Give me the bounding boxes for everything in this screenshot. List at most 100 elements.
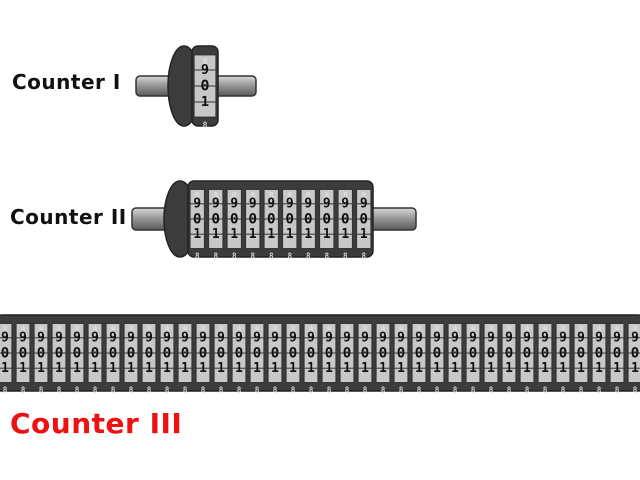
counter-2-wheel-digit: 9 — [341, 197, 349, 212]
counter-3-wheel-digit: 8 — [237, 386, 242, 395]
counter-3-wheel-digit: 0 — [127, 345, 136, 361]
counter-3-wheel-digit: 8 — [128, 325, 133, 335]
counter-3-wheel-digit: 9 — [523, 331, 531, 346]
counter-3-wheel-digit: 1 — [73, 361, 81, 376]
counter-3-wheel-digit: 9 — [181, 331, 189, 346]
counter-1-wheel-digit: 8 — [203, 121, 208, 130]
counter-2-wheel-digit: 0 — [359, 211, 368, 227]
counter-3-wheel-digit: 8 — [146, 325, 151, 335]
counter-3-wheel-digit: 1 — [307, 361, 315, 376]
counter-3-wheel-digit: 9 — [307, 331, 315, 346]
counter-2-wheel-digit: 1 — [249, 227, 257, 242]
counter-3-wheel-digit: 1 — [91, 361, 99, 376]
counter-3-wheel-digit: 8 — [326, 325, 331, 335]
counter-3-wheel-digit: 1 — [55, 361, 63, 376]
counter-3-wheel-digit: 0 — [397, 345, 406, 361]
counter-3-wheel-digit: 9 — [127, 331, 135, 346]
counter-3-label: Counter III — [10, 407, 183, 440]
counter-3-wheel-digit: 1 — [415, 361, 423, 376]
counter-3-wheel-digit: 8 — [75, 386, 80, 395]
counter-3-wheel-digit: 9 — [379, 331, 387, 346]
counter-3-wheel-digit: 0 — [217, 345, 226, 361]
counter-2-wheel-digit: 0 — [267, 211, 276, 227]
counter-3-wheel-digit: 8 — [327, 386, 332, 395]
counter-2-wheel-digit: 1 — [267, 227, 275, 242]
counter-3-wheel-digit: 8 — [74, 325, 79, 335]
counter-3-wheel-digit: 9 — [577, 331, 585, 346]
counter-2-wheel-digit: 0 — [304, 211, 313, 227]
counter-2-wheel-digit: 9 — [323, 197, 331, 212]
counter-3-wheel-digit: 1 — [163, 361, 171, 376]
counter-3-wheel-digit: 9 — [1, 331, 9, 346]
counter-3-wheel-digit: 8 — [183, 386, 188, 395]
counter-3: 8901889018890188901889018890188901889018… — [0, 314, 640, 395]
counter-2-wheel-digit: 0 — [285, 211, 294, 227]
counter-3-wheel-digit: 8 — [435, 386, 440, 395]
counter-3-wheel-digit: 0 — [109, 345, 118, 361]
counter-3-wheel-digit: 0 — [541, 345, 550, 361]
counter-1-wheel-digit: 9 — [201, 62, 209, 78]
counter-3-wheel-digit: 0 — [487, 345, 496, 361]
counter-3-wheel-digit: 1 — [595, 361, 603, 376]
counter-1-wheel-digit: 8 — [202, 58, 207, 68]
counter-2-wheel-digit: 1 — [212, 227, 220, 242]
counter-3-wheel-digit: 8 — [201, 386, 206, 395]
counter-2-wheel-digit: 0 — [341, 211, 350, 227]
counter-2-wheel-digit: 8 — [195, 252, 200, 261]
counter-2: 8901889018890188901889018890188901889018… — [131, 180, 417, 261]
counter-3-wheel-digit: 8 — [542, 325, 547, 335]
counter-3-wheel-digit: 0 — [289, 345, 298, 361]
counter-3-wheel-digit: 0 — [253, 345, 262, 361]
counter-2-wheel-digit: 8 — [306, 191, 311, 201]
counter-2-wheel-digit: 0 — [193, 211, 202, 227]
counter-3-wheel-digit: 8 — [165, 386, 170, 395]
counter-3-wheel-digit: 1 — [217, 361, 225, 376]
counter-3-wheel-digit: 8 — [596, 325, 601, 335]
counter-3-wheel-digit: 1 — [271, 361, 279, 376]
counter-3-wheel-digit: 8 — [164, 325, 169, 335]
counter-3-wheel-digit: 0 — [523, 345, 532, 361]
counter-3-wheel-digit: 9 — [541, 331, 549, 346]
counter-3-wheel-digit: 0 — [73, 345, 82, 361]
counter-3-wheel-digit: 9 — [613, 331, 621, 346]
counter-2-wheel-digit: 8 — [250, 191, 255, 201]
counter-3-wheel-digit: 8 — [3, 386, 8, 395]
counter-3-wheel-digit: 8 — [93, 386, 98, 395]
counter-3-wheel-digit: 1 — [361, 361, 369, 376]
counter-2-wheel-digit: 8 — [324, 191, 329, 201]
counter-3-wheel-digit: 8 — [434, 325, 439, 335]
counter-3-wheel-digit: 8 — [524, 325, 529, 335]
counter-3-wheel-digit: 8 — [543, 386, 548, 395]
counter-3-wheel-digit: 8 — [57, 386, 62, 395]
counter-3-wheel-digit: 8 — [398, 325, 403, 335]
counter-2-wheel-digit: 1 — [193, 227, 201, 242]
counter-3-wheel-digit: 9 — [631, 331, 639, 346]
counter-2-wheel-digit: 0 — [211, 211, 220, 227]
counter-3-wheel-digit: 8 — [452, 325, 457, 335]
counter-3-wheel-digit: 1 — [235, 361, 243, 376]
counter-3-wheel-digit: 8 — [507, 386, 512, 395]
counter-3-wheel-digit: 8 — [200, 325, 205, 335]
counter-3-wheel-digit: 8 — [309, 386, 314, 395]
counter-3-wheel-digit: 8 — [182, 325, 187, 335]
counter-3-wheel-digit: 8 — [489, 386, 494, 395]
